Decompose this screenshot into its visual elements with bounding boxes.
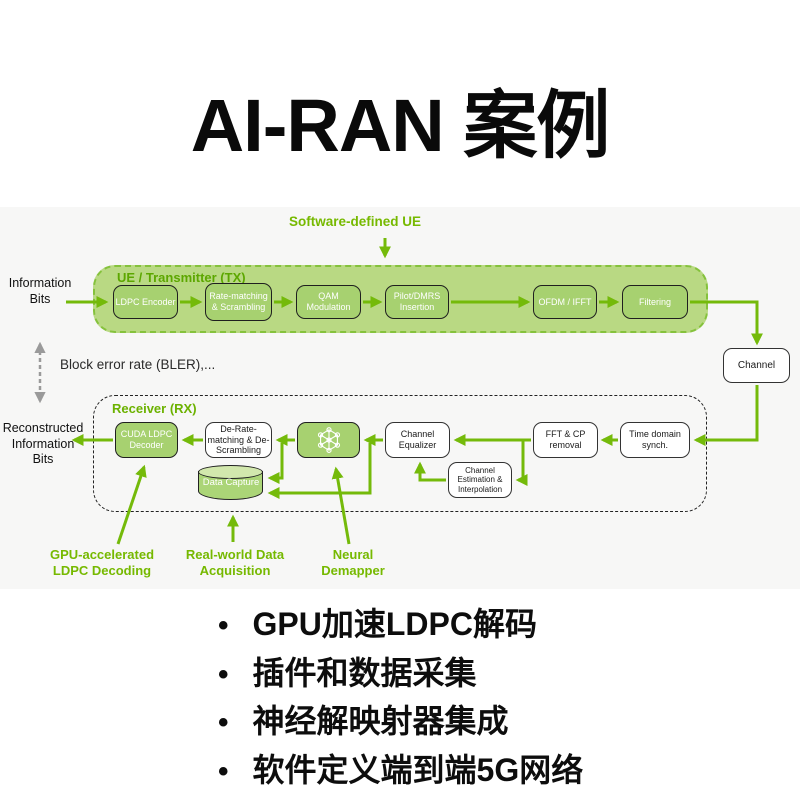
bler-label: Block error rate (BLER),... [60, 357, 216, 372]
list-item: GPU加速LDPC解码 [218, 601, 788, 650]
annotation-gpu-accelerated: GPU-accelerated LDPC Decoding [49, 547, 155, 578]
tx-box-ldpc-encoder: LDPC Encoder [113, 285, 178, 319]
tx-box-ofdm-ifft: OFDM / IFFT [533, 285, 597, 319]
rx-box-fft-cp-removal: FFT & CP removal [533, 422, 598, 458]
bullet-list: GPU加速LDPC解码 插件和数据采集 神经解映射器集成 软件定义端到端5G网络 [218, 601, 788, 795]
software-defined-ue-label: Software-defined UE [288, 214, 421, 229]
data-capture-cylinder: Data Capture [198, 465, 264, 503]
rx-box-cuda-ldpc-decoder: CUDA LDPC Decoder [115, 422, 178, 458]
tx-box-filtering: Filtering [622, 285, 688, 319]
cylinder-top [198, 465, 263, 479]
list-item: 软件定义端到端5G网络 [218, 747, 788, 796]
rx-container-label: Receiver (RX) [112, 401, 197, 416]
data-capture-label: Data Capture [202, 477, 260, 488]
reconstructed-bits-label: Reconstructed Information Bits [2, 421, 84, 467]
annotation-neural-demapper: Neural Demapper [321, 547, 385, 578]
list-item: 插件和数据采集 [218, 650, 788, 699]
channel-box: Channel [723, 348, 790, 383]
tx-container-label: UE / Transmitter (TX) [117, 270, 246, 285]
tx-box-pilot-dmrs: Pilot/DMRS Insertion [385, 285, 449, 319]
page-title: AI-RAN 案例 [190, 84, 611, 167]
tx-box-qam-modulation: QAM Modulation [296, 285, 361, 319]
neural-network-icon [317, 427, 340, 453]
tx-box-rate-matching: Rate-matching & Scrambling [205, 283, 272, 321]
rx-box-time-domain-synch: Time domain synch. [620, 422, 690, 458]
information-bits-label: Information Bits [8, 276, 72, 306]
rx-box-derate-descrambling: De-Rate-matching & De-Scrambling [205, 422, 272, 458]
rx-box-neural-demapper [297, 422, 360, 458]
annotation-real-world: Real-world Data Acquisition [185, 547, 285, 578]
diagram-panel: Software-defined UE UE / Transmitter (TX… [0, 207, 800, 589]
rx-container [93, 395, 707, 512]
rx-box-channel-equalizer: Channel Equalizer [385, 422, 450, 458]
rx-box-channel-estimation: Channel Estimation & Interpolation [448, 462, 512, 498]
list-item: 神经解映射器集成 [218, 698, 788, 747]
